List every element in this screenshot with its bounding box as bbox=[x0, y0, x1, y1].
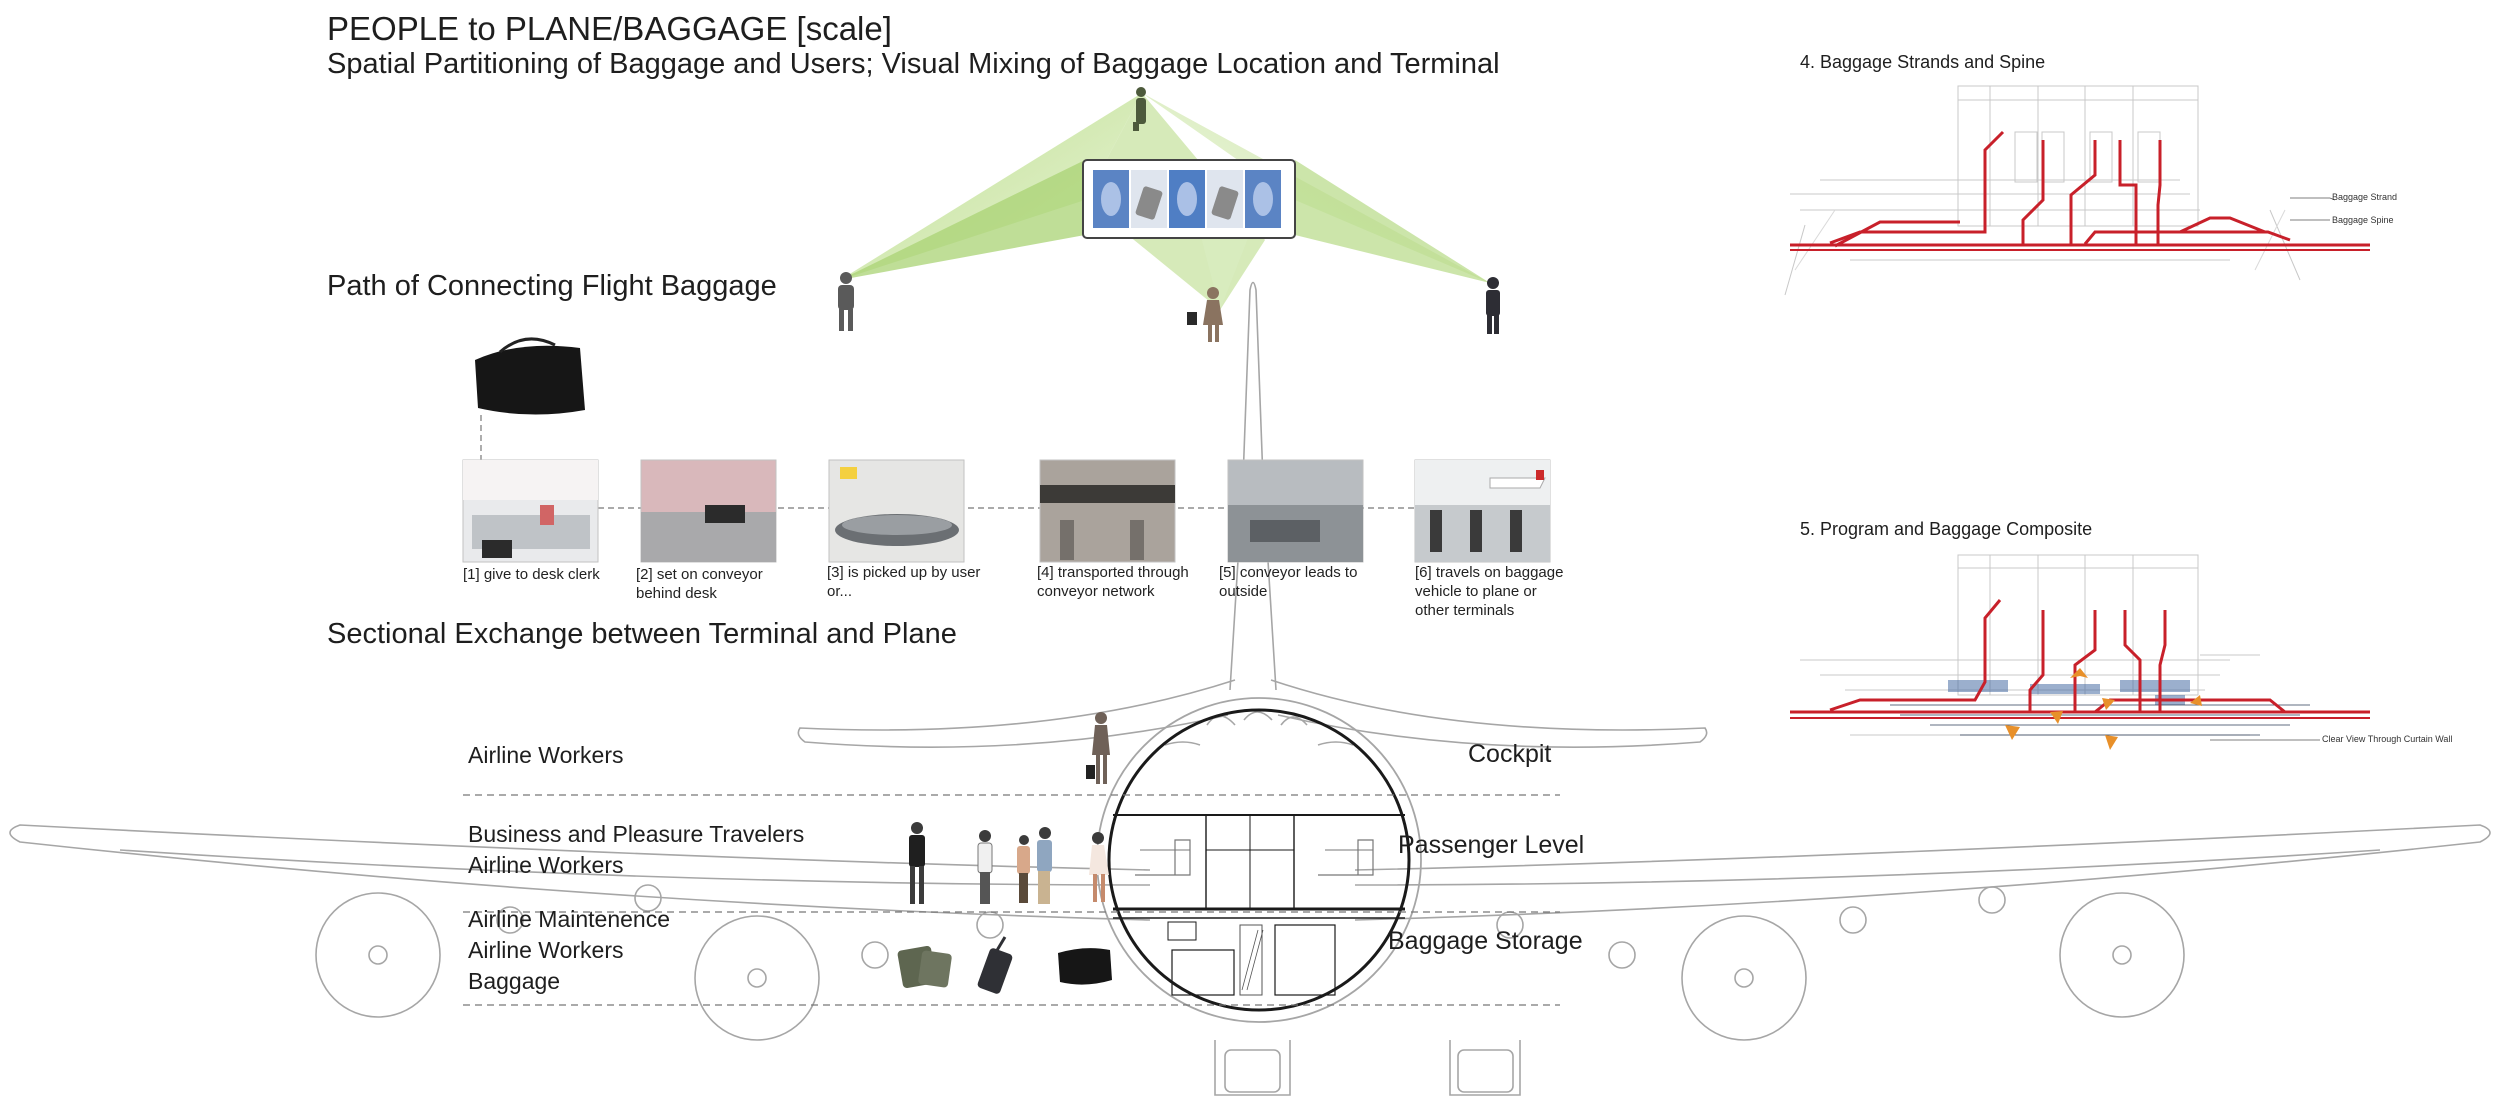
zone-label-cockpit: Cockpit bbox=[1468, 740, 1552, 768]
step-caption-4: [4] transported through conveyor network bbox=[1037, 564, 1189, 600]
duffel-bag-icon bbox=[475, 337, 585, 415]
person-silhouette-icon bbox=[838, 272, 854, 331]
zone-label-travelers: Business and Pleasure Travelers bbox=[468, 821, 805, 847]
baggage-display-window bbox=[1082, 159, 1296, 239]
step-caption-6: [6] travels on baggage vehicle to plane … bbox=[1415, 564, 1564, 619]
step-caption-3: [3] is picked up by user or... bbox=[827, 564, 981, 600]
zone-label-maintenance: Airline Maintenence bbox=[468, 906, 671, 932]
panel-4-drawing bbox=[1784, 85, 2370, 296]
zone-label-airline-workers: Airline Workers bbox=[468, 742, 624, 768]
step-photo-6 bbox=[1414, 459, 1551, 563]
travelers-group bbox=[909, 822, 1109, 904]
zone-divider-lines bbox=[463, 794, 1560, 1006]
page-title: PEOPLE to PLANE/BAGGAGE [scale] bbox=[327, 10, 892, 47]
zone-label-bottom: Airline Maintenence Airline Workers Bagg… bbox=[468, 904, 670, 997]
zone-label-airline-workers: Airline Workers bbox=[468, 937, 624, 963]
panel-5-label-curtain-wall: Clear View Through Curtain Wall bbox=[2322, 734, 2453, 744]
panel-4-label-strand: Baggage Strand bbox=[2332, 192, 2398, 202]
panel-5-title: 5. Program and Baggage Composite bbox=[1800, 519, 2093, 539]
panel-4-title: 4. Baggage Strands and Spine bbox=[1800, 52, 2046, 72]
zone-label-baggage-storage: Baggage Storage bbox=[1388, 927, 1583, 955]
section-heading-sectional-exchange: Sectional Exchange between Terminal and … bbox=[327, 618, 957, 650]
person-silhouette-icon bbox=[1086, 712, 1110, 784]
zone-label-top: Airline Workers bbox=[468, 740, 624, 771]
step-photo-2 bbox=[640, 459, 777, 563]
annotation-arrows bbox=[2005, 668, 2202, 750]
zone-label-airline-workers: Airline Workers bbox=[468, 852, 624, 878]
step-photo-4 bbox=[1039, 459, 1176, 563]
luggage-group bbox=[897, 936, 1112, 994]
page-subtitle: Spatial Partitioning of Baggage and User… bbox=[327, 48, 1500, 80]
fuselage-section bbox=[1107, 708, 1411, 1012]
suitcase-icon bbox=[1135, 186, 1239, 220]
person-silhouette-icon bbox=[1187, 287, 1223, 342]
step-photo-3 bbox=[828, 459, 965, 563]
zone-label-baggage: Baggage bbox=[468, 968, 561, 994]
zone-label-passenger-level: Passenger Level bbox=[1398, 831, 1585, 859]
person-silhouette-icon bbox=[1133, 87, 1146, 131]
step-caption-5: [5] conveyor leads to outside bbox=[1219, 564, 1358, 600]
step-photo-1 bbox=[462, 459, 599, 563]
airplane-outline bbox=[9, 281, 2491, 1096]
zone-label-middle: Business and Pleasure Travelers Airline … bbox=[468, 819, 804, 881]
person-silhouette-icon bbox=[1486, 277, 1500, 334]
step-caption-1: [1] give to desk clerk bbox=[463, 566, 600, 583]
step-caption-2: [2] set on conveyor behind desk bbox=[636, 566, 763, 602]
step-photo-5 bbox=[1227, 459, 1364, 563]
section-heading-connecting-path: Path of Connecting Flight Baggage bbox=[327, 270, 777, 302]
panel-5-drawing bbox=[1790, 554, 2370, 750]
panel-4-label-spine: Baggage Spine bbox=[2332, 215, 2394, 225]
